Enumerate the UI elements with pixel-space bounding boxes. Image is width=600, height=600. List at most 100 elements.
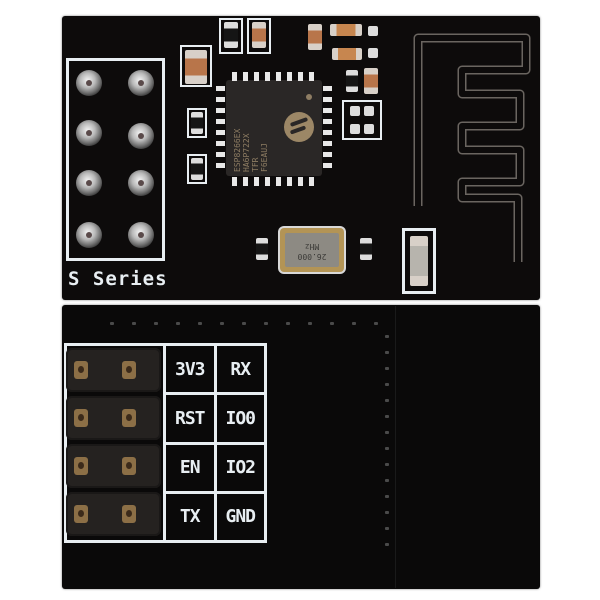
component-outline <box>187 154 207 184</box>
via <box>198 322 202 325</box>
chip-pin <box>216 163 225 168</box>
chip-pin <box>276 72 281 81</box>
header-hole <box>128 222 154 248</box>
via <box>154 322 158 325</box>
resistor <box>191 158 203 180</box>
pin-label-rx: RX <box>216 346 264 393</box>
via <box>308 322 312 325</box>
chip-pin <box>323 152 332 157</box>
header-pin[interactable] <box>74 457 88 475</box>
via <box>264 322 268 325</box>
component-outline <box>180 45 212 87</box>
resistor <box>346 70 358 92</box>
via <box>176 322 180 325</box>
header-row <box>66 348 161 392</box>
header-hole <box>76 70 102 96</box>
pin-header <box>66 348 161 536</box>
pin-label-en: EN <box>166 444 214 491</box>
led-outline <box>402 228 436 294</box>
resistor <box>224 22 238 48</box>
component-outline <box>187 108 207 138</box>
header-hole <box>76 120 102 146</box>
resistor <box>360 238 372 260</box>
resistor <box>191 112 203 134</box>
series-label: S Series <box>68 268 168 290</box>
chip-pin <box>216 97 225 102</box>
header-pin[interactable] <box>122 505 136 523</box>
pin-label-io2: IO2 <box>216 444 264 491</box>
pcb-antenna <box>413 33 531 262</box>
via <box>385 367 389 370</box>
via <box>385 463 389 466</box>
via <box>385 495 389 498</box>
chip-pin <box>232 177 237 186</box>
chip-pin <box>254 177 259 186</box>
header-pin[interactable] <box>122 457 136 475</box>
header-pin[interactable] <box>74 505 88 523</box>
header-hole <box>128 123 154 149</box>
header-hole <box>76 222 102 248</box>
pin-label-io0: IO0 <box>216 395 264 442</box>
capacitor <box>308 24 322 50</box>
via <box>374 322 378 325</box>
chip-pin <box>216 152 225 157</box>
component-outline <box>342 100 382 140</box>
header-pin[interactable] <box>74 409 88 427</box>
chip-pin <box>265 72 270 81</box>
espressif-logo-icon <box>284 112 314 142</box>
pin-label-3v3: 3V3 <box>166 346 214 393</box>
chip-pin <box>298 72 303 81</box>
chip-pin <box>323 86 332 91</box>
via <box>385 479 389 482</box>
chip-pin <box>309 177 314 186</box>
via <box>385 511 389 514</box>
capacitor <box>252 22 266 48</box>
chip-pin <box>243 177 248 186</box>
resistor <box>368 48 378 58</box>
crystal-unit: MHz <box>304 242 320 251</box>
via <box>385 351 389 354</box>
chip-pin <box>243 72 248 81</box>
via <box>242 322 246 325</box>
crystal-oscillator: 26.000 MHz <box>280 228 344 272</box>
resistor <box>350 124 360 134</box>
via <box>385 399 389 402</box>
via <box>352 322 356 325</box>
via <box>385 415 389 418</box>
chip-pin <box>323 97 332 102</box>
crystal-marking: 26.000 MHz <box>285 233 339 267</box>
header-pin[interactable] <box>122 361 136 379</box>
header-hole <box>128 70 154 96</box>
pin1-marker <box>306 94 312 100</box>
chip-pin <box>216 119 225 124</box>
capacitor <box>364 68 378 94</box>
via <box>385 447 389 450</box>
pin-label-table: 3V3 RX RST IO0 EN IO2 TX GND <box>163 343 267 543</box>
led <box>410 236 428 286</box>
via <box>385 383 389 386</box>
resistor <box>364 106 374 116</box>
via <box>385 527 389 530</box>
chip-pin <box>298 177 303 186</box>
chip-pin <box>309 72 314 81</box>
resistor <box>256 238 268 260</box>
chip-pin <box>287 72 292 81</box>
header-hole <box>76 170 102 196</box>
chip-pin <box>323 163 332 168</box>
header-row <box>66 396 161 440</box>
chip-pin <box>265 177 270 186</box>
via <box>385 335 389 338</box>
component-outline <box>219 18 243 54</box>
header-pin[interactable] <box>74 361 88 379</box>
chip-pin <box>216 130 225 135</box>
chip-pin <box>216 108 225 113</box>
header-outline <box>66 58 165 261</box>
chip-pin <box>216 141 225 146</box>
pin-label-tx: TX <box>166 493 214 540</box>
pin-label-gnd: GND <box>216 493 264 540</box>
via <box>385 543 389 546</box>
component-outline <box>247 18 271 54</box>
via <box>385 431 389 434</box>
header-row <box>66 444 161 488</box>
header-pin[interactable] <box>122 409 136 427</box>
